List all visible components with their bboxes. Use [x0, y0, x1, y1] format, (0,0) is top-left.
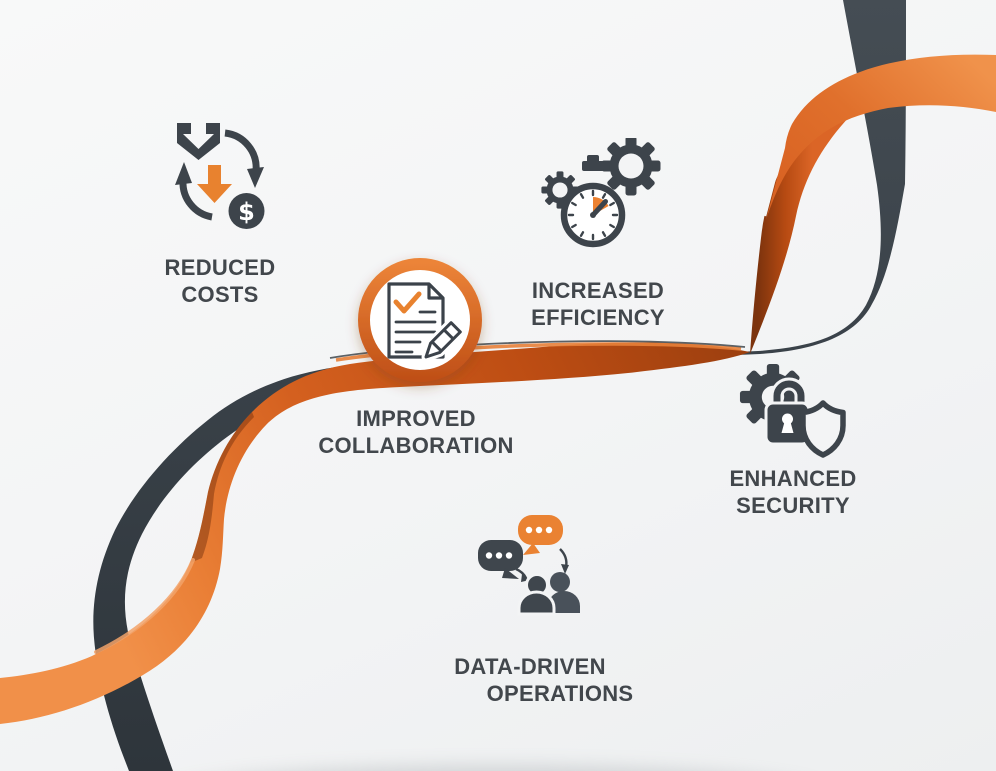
label-enhanced-security: ENHANCED SECURITY — [729, 465, 856, 519]
floor-shadow — [312, 766, 678, 771]
person-back-icon — [548, 572, 580, 613]
label-increased-efficiency: INCREASED EFFICIENCY — [531, 277, 665, 331]
label-line: ENHANCED — [729, 466, 857, 491]
label-improved-collaboration: IMPROVED COLLABORATION — [318, 405, 513, 459]
speech-bubble-dark-icon — [478, 540, 523, 579]
orange-down-arrow-icon — [197, 165, 232, 203]
label-line: COSTS — [181, 282, 259, 307]
label-line: IMPROVED — [356, 406, 476, 431]
chat-bubbles-people-icon — [478, 515, 580, 616]
cycle-arrowhead-up — [175, 162, 192, 185]
stopwatch-icon — [560, 155, 626, 248]
gear-icon — [601, 138, 661, 196]
label-data-driven-operations: DATA-DRIVEN OPERATIONS — [454, 653, 633, 707]
shield-icon — [800, 400, 846, 458]
padlock-icon — [764, 377, 811, 446]
orange-ribbon-twist — [750, 115, 850, 354]
dollar-sign: $ — [238, 198, 255, 226]
ribbon-highlight — [94, 558, 195, 654]
stopwatch-gears-icon — [541, 138, 661, 248]
dollar-coin-icon: $ — [228, 193, 265, 229]
label-line: DATA-DRIVEN — [454, 654, 606, 679]
label-line: SECURITY — [736, 493, 850, 518]
pencil-icon — [421, 318, 465, 362]
cycle-arrows-icon — [179, 129, 260, 221]
ribbon-fold-shadow — [190, 412, 254, 563]
arrowhead-right — [561, 564, 569, 574]
label-line: OPERATIONS — [486, 681, 634, 706]
cost-reduction-cycle-dollar-icon: $ — [175, 123, 265, 229]
checkmark-icon — [393, 291, 422, 314]
gear-padlock-shield-icon — [739, 363, 846, 458]
cycle-arrowhead-down — [247, 167, 264, 188]
label-line: COLLABORATION — [318, 433, 514, 458]
label-line: INCREASED — [531, 278, 665, 303]
orange-ribbon-center — [0, 342, 750, 724]
speech-bubble-orange-icon — [518, 515, 563, 555]
document-checklist-pencil-icon — [358, 258, 482, 382]
label-reduced-costs: REDUCED COSTS — [165, 254, 276, 308]
label-line: EFFICIENCY — [531, 305, 665, 330]
person-front-icon — [517, 573, 556, 616]
orange-ribbon-top — [766, 54, 996, 220]
download-arrow-icon — [177, 123, 220, 160]
twist-crease — [763, 146, 785, 217]
label-line: REDUCED — [164, 255, 276, 280]
